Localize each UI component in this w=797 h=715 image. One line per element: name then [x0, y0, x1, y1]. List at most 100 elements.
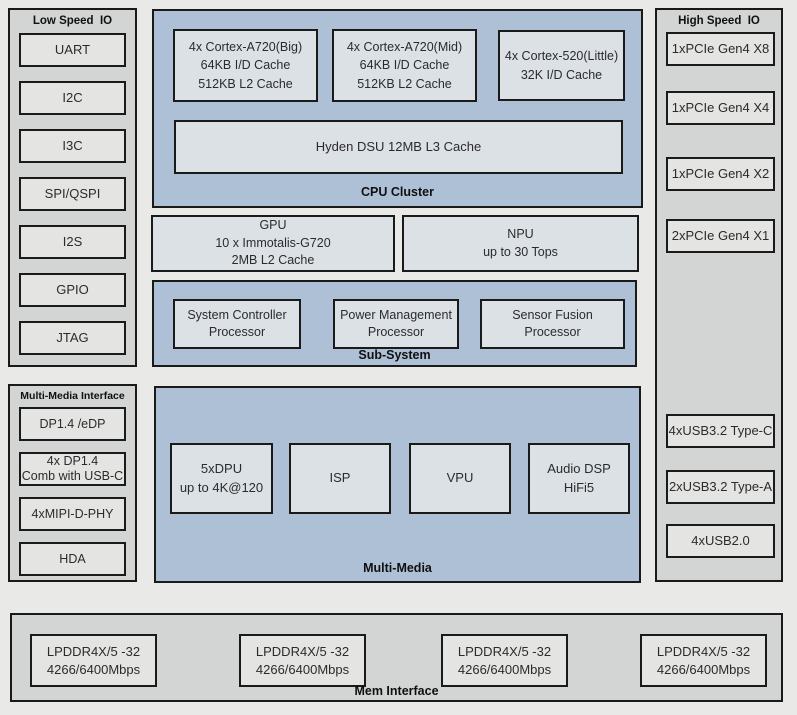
lpddr4-line1: LPDDR4X/5 -32: [656, 643, 751, 659]
multi-media-container: 5xDPU up to 4K@120 ISP VPU Audio DSP HiF…: [154, 386, 641, 583]
low-speed-io-title: Low Speed IO: [32, 15, 113, 27]
cpu-cluster-label: CPU Cluster: [361, 185, 434, 199]
usb32-typea-box: 2xUSB3.2 Type-A: [666, 470, 775, 504]
npu-line1: NPU: [507, 227, 534, 241]
hda-box: HDA: [19, 542, 126, 576]
spi-qspi-label: SPI/QSPI: [44, 185, 101, 201]
audio-dsp-box: Audio DSP HiFi5: [528, 443, 630, 514]
uart-box: UART: [19, 33, 126, 67]
power-management-line2: Processor: [367, 325, 425, 339]
pcie-x4-label: 1xPCIe Gen4 X4: [671, 99, 770, 115]
system-controller-line2: Processor: [208, 325, 266, 339]
cortex-a720-mid-box: 4x Cortex-A720(Mid) 64KB I/D Cache 512KB…: [332, 29, 477, 102]
mem-interface-label: Mem Interface: [354, 684, 439, 698]
cortex-big-line3: 512KB L2 Cache: [198, 76, 293, 91]
lpddr1-line1: LPDDR4X/5 -32: [46, 643, 141, 659]
cortex-mid-line2: 64KB I/D Cache: [359, 58, 450, 73]
lpddr1-line2: 4266/6400Mbps: [46, 661, 141, 677]
dp-edp-label: DP1.4 /eDP: [39, 416, 106, 431]
isp-label: ISP: [329, 470, 351, 486]
cpu-cluster-container: 4x Cortex-A720(Big) 64KB I/D Cache 512KB…: [152, 9, 643, 208]
lpddr2-line2: 4266/6400Mbps: [255, 661, 350, 677]
cortex-a720-big-box: 4x Cortex-A720(Big) 64KB I/D Cache 512KB…: [173, 29, 318, 102]
low-speed-io-list: UART I2C I3C SPI/QSPI I2S GPIO JTAG: [19, 33, 126, 355]
lpddr-channel-4-box: LPDDR4X/5 -32 4266/6400Mbps: [640, 634, 767, 687]
npu-box: NPU up to 30 Tops: [402, 215, 639, 272]
audio-dsp-line2: HiFi5: [563, 479, 595, 495]
npu-line2: up to 30 Tops: [483, 244, 558, 259]
gpio-label: GPIO: [56, 281, 89, 297]
spi-qspi-box: SPI/QSPI: [19, 177, 126, 211]
hda-label: HDA: [59, 551, 86, 566]
sensor-fusion-processor-box: Sensor Fusion Processor: [480, 299, 625, 349]
system-controller-processor-box: System Controller Processor: [173, 299, 301, 349]
i2c-label: I2C: [62, 89, 83, 105]
i2c-box: I2C: [19, 81, 126, 115]
dpu-box: 5xDPU up to 4K@120: [170, 443, 273, 514]
usb32-typec-box: 4xUSB3.2 Type-C: [666, 414, 775, 448]
low-speed-io-panel: Low Speed IO UART I2C I3C SPI/QSPI I2S G…: [8, 8, 137, 367]
i2s-label: I2S: [62, 233, 83, 249]
usb20-box: 4xUSB2.0: [666, 524, 775, 558]
pcie-x8-label: 1xPCIe Gen4 X8: [671, 40, 770, 56]
sub-system-label: Sub-System: [358, 348, 431, 362]
vpu-box: VPU: [409, 443, 511, 514]
pcie-gen4-x4-box: 1xPCIe Gen4 X4: [666, 91, 775, 125]
multimedia-interface-panel: Multi-Media Interface DP1.4 /eDP 4x DP1.…: [8, 384, 137, 582]
cortex-big-line2: 64KB I/D Cache: [200, 58, 291, 73]
sensor-fusion-line2: Processor: [524, 325, 581, 339]
mem-interface-panel: LPDDR4X/5 -32 4266/6400Mbps LPDDR4X/5 -3…: [10, 613, 783, 702]
lpddr-channel-1-box: LPDDR4X/5 -32 4266/6400Mbps: [30, 634, 157, 687]
usb20-label: 4xUSB2.0: [691, 532, 750, 548]
dp-usbc-box: 4x DP1.4 Comb with USB-C: [19, 452, 126, 486]
cortex-520-little-box: 4x Cortex-520(Little) 32K I/D Cache: [498, 30, 625, 101]
sub-system-container: System Controller Processor Power Manage…: [152, 280, 637, 367]
i2s-box: I2S: [19, 225, 126, 259]
gpu-line3: 2MB L2 Cache: [231, 253, 315, 268]
lpddr-channel-2-box: LPDDR4X/5 -32 4266/6400Mbps: [239, 634, 366, 687]
high-speed-io-title: High Speed IO: [678, 15, 760, 27]
high-speed-io-panel: High Speed IO 1xPCIe Gen4 X8 1xPCIe Gen4…: [655, 8, 783, 582]
pcie-gen4-x1-box: 2xPCIe Gen4 X1: [666, 219, 775, 253]
multimedia-interface-title: Multi-Media Interface: [20, 390, 125, 402]
dpu-line1: 5xDPU: [200, 460, 243, 476]
audio-dsp-line1: Audio DSP: [547, 460, 611, 476]
mipi-dphy-box: 4xMIPI-D-PHY: [19, 497, 126, 531]
jtag-box: JTAG: [19, 321, 126, 355]
lpddr3-line1: LPDDR4X/5 -32: [457, 643, 552, 659]
multimedia-interface-list: DP1.4 /eDP 4x DP1.4 Comb with USB-C 4xMI…: [19, 407, 126, 576]
system-controller-line1: System Controller: [187, 308, 287, 323]
power-management-processor-box: Power Management Processor: [333, 299, 459, 349]
pcie-gen4-x2-box: 1xPCIe Gen4 X2: [666, 157, 775, 191]
cortex-little-line2: 32K I/D Cache: [520, 67, 603, 82]
lpddr-channel-3-box: LPDDR4X/5 -32 4266/6400Mbps: [441, 634, 568, 687]
mipi-dphy-label: 4xMIPI-D-PHY: [31, 506, 114, 521]
dsu-l3-cache-label: Hyden DSU 12MB L3 Cache: [315, 138, 482, 154]
cortex-mid-line1: 4x Cortex-A720(Mid): [346, 40, 463, 55]
jtag-label: JTAG: [56, 329, 89, 345]
pcie-x2-label: 1xPCIe Gen4 X2: [671, 165, 770, 181]
pcie-x1-label: 2xPCIe Gen4 X1: [671, 227, 770, 243]
usb32-typec-label: 4xUSB3.2 Type-C: [668, 422, 773, 438]
i3c-box: I3C: [19, 129, 126, 163]
i3c-label: I3C: [62, 137, 83, 153]
cortex-big-line1: 4x Cortex-A720(Big): [188, 40, 303, 55]
dp-usbc-line2: Comb with USB-C: [21, 469, 124, 483]
usb32-typea-label: 2xUSB3.2 Type-A: [668, 478, 773, 494]
dpu-line2: up to 4K@120: [179, 479, 264, 495]
multi-media-label: Multi-Media: [363, 561, 432, 575]
dp-edp-box: DP1.4 /eDP: [19, 407, 126, 441]
cortex-mid-line3: 512KB L2 Cache: [357, 76, 452, 91]
uart-label: UART: [54, 41, 91, 57]
lpddr2-line1: LPDDR4X/5 -32: [255, 643, 350, 659]
gpu-line2: 10 x Immotalis-G720: [215, 235, 331, 250]
sensor-fusion-line1: Sensor Fusion: [512, 308, 593, 323]
isp-box: ISP: [289, 443, 391, 514]
lpddr3-line2: 4266/6400Mbps: [457, 661, 552, 677]
gpu-box: GPU 10 x Immotalis-G720 2MB L2 Cache: [151, 215, 395, 272]
cortex-little-line1: 4x Cortex-520(Little): [504, 49, 619, 64]
gpu-line1: GPU: [259, 218, 287, 233]
vpu-label: VPU: [446, 470, 474, 486]
lpddr4-line2: 4266/6400Mbps: [656, 661, 751, 677]
